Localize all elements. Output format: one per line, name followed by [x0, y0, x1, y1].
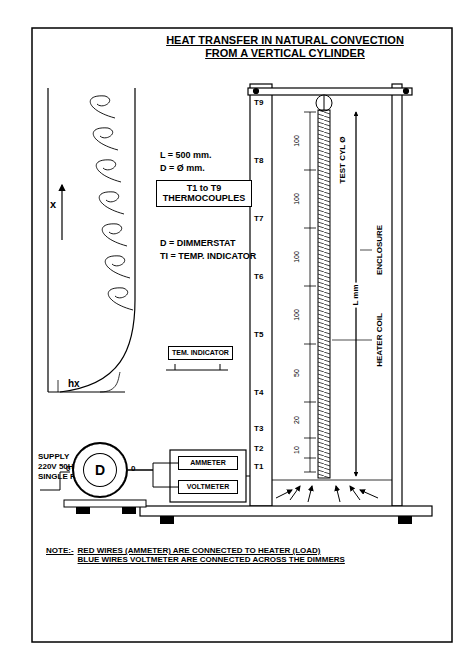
box-text: TEM. INDICATOR [172, 349, 229, 357]
test-cylinder [316, 95, 332, 478]
dimmerstat-dial: D [72, 442, 128, 498]
dimension-label: L mm [351, 282, 360, 307]
note-heading: NOTE:- [46, 546, 74, 564]
legend-text: TI = TEMP. INDICATOR [160, 251, 256, 261]
wire [128, 463, 178, 470]
dimension-label: 20 [293, 414, 301, 426]
supply-text: SUPPLY [38, 452, 69, 461]
terminal-label: 0 [131, 464, 135, 473]
part-label: ENCLOSURE [375, 223, 384, 277]
voltmeter-box: VOLTMETER [178, 480, 238, 494]
dimension-label: 10 [293, 444, 301, 456]
box-text: VOLTMETER [182, 483, 234, 491]
note-body: RED WIRES (AMMETER) ARE CONNECTED TO HEA… [78, 546, 345, 564]
dimension-label: 100 [293, 249, 301, 265]
diagram-title: HEAT TRANSFER IN NATURAL CONVECTION FROM… [150, 34, 420, 59]
dial-letter: D [95, 462, 105, 478]
temp-indicator-box: TEM. INDICATOR [168, 346, 233, 360]
boundary-layer-sketch [48, 88, 135, 392]
page-frame [32, 28, 452, 642]
ammeter-box: AMMETER [178, 456, 238, 470]
thermocouple-label: T4 [254, 388, 263, 397]
thermocouple-label: T5 [254, 330, 263, 339]
note-line: RED WIRES (AMMETER) ARE CONNECTED TO HEA… [78, 546, 345, 555]
part-label: HEATER COIL [375, 311, 384, 369]
spec-text: L = 500 mm. [160, 150, 212, 160]
legend-text: D = DIMMERSTAT [160, 238, 235, 248]
thermocouple-label: T7 [254, 214, 263, 223]
enclosure-frame [248, 84, 412, 506]
note-line: BLUE WIRES VOLTMETER ARE CONNECTED ACROS… [78, 555, 345, 564]
thermocouple-label: T2 [254, 444, 263, 453]
axis-label: hx [68, 378, 80, 390]
box-text: T1 to T9 THERMOCOUPLES [160, 183, 248, 204]
terminal-label: 0 [66, 464, 70, 473]
thermocouple-label: T3 [254, 424, 263, 433]
thermocouple-box: T1 to T9 THERMOCOUPLES [156, 180, 252, 207]
axis-label: x [50, 198, 56, 211]
thermocouple-label: T1 [254, 462, 263, 471]
dimension-label: 50 [293, 367, 301, 379]
dimension-label: 100 [293, 133, 301, 149]
note-box: NOTE:- RED WIRES (AMMETER) ARE CONNECTED … [44, 544, 440, 566]
wire [128, 470, 178, 487]
thermocouple-label: T6 [254, 272, 263, 281]
part-label: TEST CYL Ø [338, 135, 347, 186]
thermocouple-label: T9 [254, 98, 263, 107]
dimension-label: 100 [293, 307, 301, 323]
dimension-label: 100 [293, 191, 301, 207]
thermocouple-label: T8 [254, 156, 263, 165]
spec-text: D = Ø mm. [160, 163, 205, 173]
box-text: AMMETER [182, 459, 234, 467]
